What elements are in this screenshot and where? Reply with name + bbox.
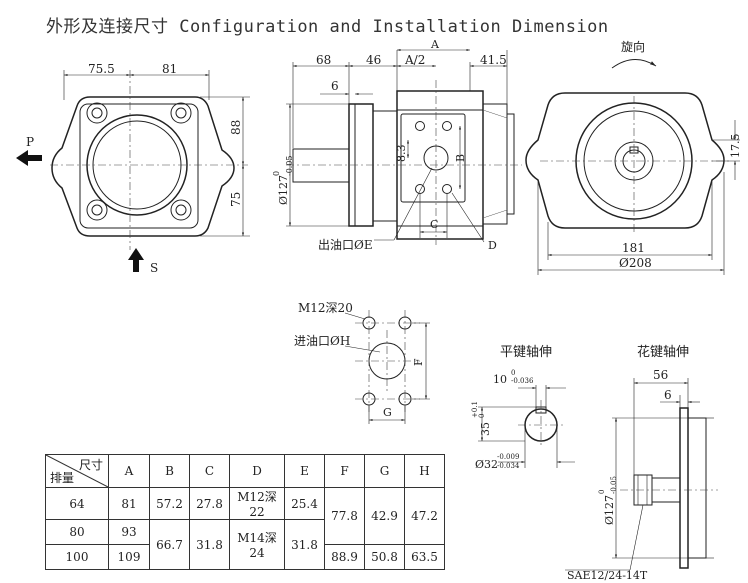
table-cell: M14深24 [229,519,285,570]
port-p-label: P [26,135,34,149]
dim-b: B [454,154,467,162]
dim-a: A [430,38,440,51]
header-dimension: 尺寸 [78,458,103,472]
table-row: 64 81 57.2 27.8 M12深22 25.4 77.8 42.9 47… [45,487,445,545]
table-cell: M12深22 [229,487,285,520]
dim-g: G [383,406,392,419]
table-cell: 42.9 [364,487,405,545]
dim-41-5: 41.5 [480,53,507,67]
bolt-hole [170,199,192,221]
bolt-hole [170,102,192,124]
table-cell: 27.8 [189,487,230,520]
table-row: 80 93 66.7 31.8 M14深24 31.8 [45,519,445,570]
dim-6b: 6 [664,388,672,402]
diagonal-divider [46,455,108,487]
table-cell: 100 [45,544,109,570]
table-cell: 81 [108,487,150,520]
flat-key-title: 平键轴伸 [500,345,552,360]
table-cell: 93 [108,519,150,545]
side-view: A 68 46 A/2 41.5 6 Ø127 0 -0.05 8.3 B C … [272,38,522,252]
tol-127-upper: 0 [272,171,281,176]
table-cell: 88.9 [324,544,365,570]
table-cell: 63.5 [404,544,445,570]
table-cell: 47.2 [404,487,445,545]
tol-127b-lower: -0.05 [610,476,618,494]
table-cell: 57.2 [149,487,190,520]
dim-46: 46 [366,53,381,67]
tol-127b-upper: 0 [598,490,606,494]
dim-a-half: A/2 [404,53,425,67]
dim-8-3: 8.3 [395,145,408,163]
rear-view: 旋向 17.5 181 Ø208 [525,39,742,275]
tapped-hole-label: M12深20 [298,301,353,315]
table-cell: 64 [45,487,109,520]
column-header: F [324,454,365,488]
bolt-hole [86,102,108,124]
dimension-table: 尺寸 排量 A B C D E F G H 64 81 57.2 27.8 M1… [45,454,445,570]
table-cell: 31.8 [189,519,230,570]
spline-shaft: 花键轴伸 56 6 Ø127 0 -0.05 SAE12/24-14T [565,344,718,582]
dim-181: 181 [622,241,645,255]
column-header: B [149,454,190,488]
table-cell: 50.8 [364,544,405,570]
table-cell: 31.8 [284,519,325,570]
column-header: H [404,454,445,488]
dim-75-5: 75.5 [88,62,115,76]
dim-d127: Ø127 [277,175,290,205]
column-header: D [229,454,285,488]
dim-d32: Ø32 [475,458,498,471]
tol-32-upper: -0.009 [497,453,519,461]
dim-88: 88 [229,120,243,135]
front-view: 75.5 81 88 75 P S [16,62,250,275]
tol-35-upper: +0.1 [471,401,479,418]
dim-35: 35 [479,422,492,436]
table-cell: 66.7 [149,519,190,570]
dim-56: 56 [653,368,668,382]
tol-10-lower: -0.036 [511,377,534,385]
header-displacement: 排量 [50,471,75,485]
tol-32-lower: -0.034 [497,462,520,470]
table-row: 100 109 88.9 50.8 63.5 [45,544,445,570]
spline-title: 花键轴伸 [637,344,689,360]
table-cell: 77.8 [324,487,365,545]
rotation-label: 旋向 [621,39,645,54]
dim-f: F [412,358,425,366]
inlet-port-pattern: F G M12深20 进油口ØH [294,301,430,424]
table-corner-cell: 尺寸 排量 [45,454,109,488]
dim-17-5: 17.5 [729,134,742,159]
dim-d208: Ø208 [619,256,652,270]
dim-d: D [488,239,497,252]
column-header: E [284,454,325,488]
dim-10: 10 [493,373,507,386]
table-header-row: 尺寸 排量 A B C D E F G H [45,454,445,488]
tol-35-lower: 0 [478,414,486,418]
dim-81: 81 [162,62,177,76]
dim-68: 68 [316,53,331,67]
spline-spec-label: SAE12/24-14T [567,569,648,582]
tol-127-lower: -0.05 [285,155,294,176]
column-header: G [364,454,405,488]
bolt-hole [86,199,108,221]
dim-d127b: Ø127 [603,495,616,525]
drawing-title: 外形及连接尺寸 Configuration and Installation D… [46,17,609,37]
tol-10-upper: 0 [511,369,515,377]
table-cell: 25.4 [284,487,325,520]
dim-75: 75 [229,192,243,207]
flat-key-shaft: 平键轴伸 10 0 -0.036 35 +0.1 0 Ø32 -0.009 -0… [471,345,575,471]
port-s-label: S [150,261,158,275]
column-header: A [108,454,150,488]
table-cell: 80 [45,519,109,545]
dim-c: C [430,218,438,231]
dim-6: 6 [331,79,339,93]
table-cell: 109 [108,544,150,570]
outlet-label: 出油口ØE [318,238,373,252]
column-header: C [189,454,230,488]
suction-arrow-icon [128,248,144,272]
pressure-arrow-icon [16,150,42,166]
inlet-label: 进油口ØH [294,334,350,348]
